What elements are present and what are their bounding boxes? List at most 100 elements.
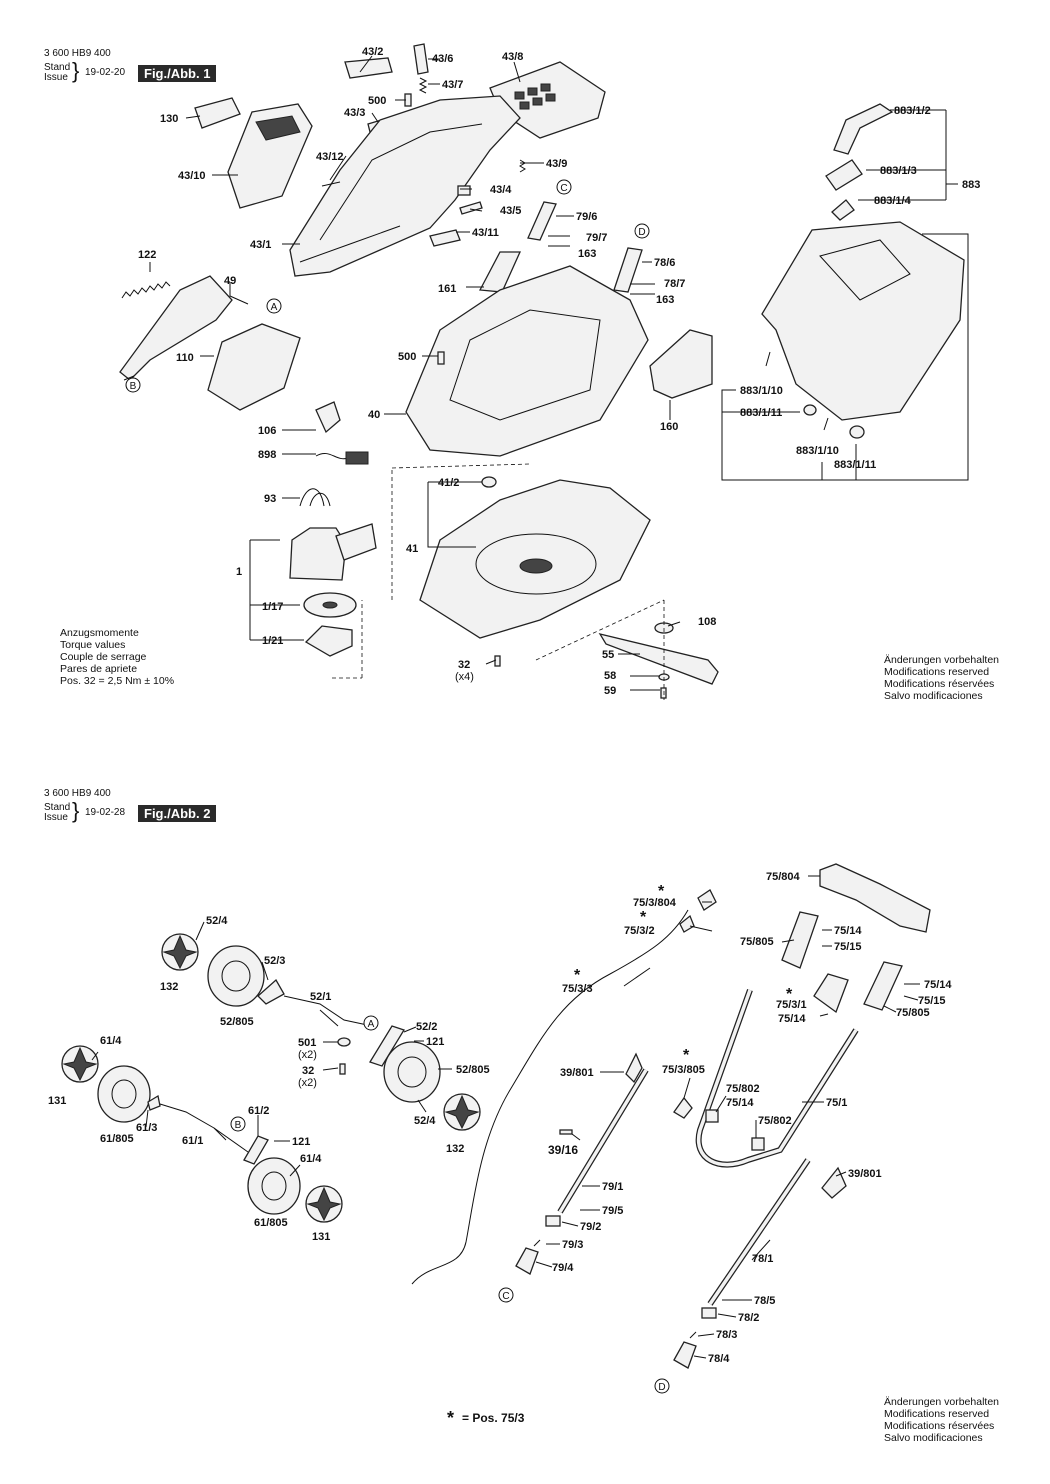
label-883-1-2: 883/1/2 [894,105,931,117]
label-78-7: 78/7 [664,278,685,290]
label-106: 106 [258,425,276,437]
ref-circle-d-fig2: D [654,1378,670,1394]
part-79-7-screws [548,235,570,247]
label-131a: 131 [48,1095,66,1107]
label-161: 161 [438,283,456,295]
svg-text:B: B [130,381,137,392]
label-75-3-804: 75/3/804 [633,897,677,909]
cable-75-3-3 [411,909,689,1285]
label-star-4: * [786,986,793,1003]
label-78-1: 78/1 [752,1253,773,1265]
part-39-801a [625,1052,643,1084]
label-40: 40 [368,409,380,421]
part-78-4 [673,1341,697,1369]
label-x2b: (x2) [298,1077,317,1089]
part-75-3-805 [673,1096,693,1119]
label-39-16: 39/16 [548,1143,578,1157]
label-75-15b: 75/15 [918,995,946,1007]
part-1-17-fan [303,592,357,618]
label-75-802b: 75/802 [758,1115,792,1127]
label-55: 55 [602,649,614,661]
part-75-805b [863,961,903,1011]
part-52-3 [257,978,285,1005]
label-1-21: 1/21 [262,635,283,647]
mod-line: Modifications réservées [884,678,995,690]
fig1-date: 19-02-20 [85,67,126,78]
label-52-4b: 52/4 [414,1115,436,1127]
bracket-1 [249,539,304,641]
part-43-4 [457,185,471,196]
label-79-7: 79/7 [586,232,607,244]
part-883-1-10a [765,351,771,367]
part-75-802b [751,1137,765,1151]
part-43-7 [418,77,428,94]
label-78-3: 78/3 [716,1329,737,1341]
svg-text:A: A [368,1019,375,1030]
label-star-3: * [574,967,581,984]
label-58: 58 [604,670,616,682]
part-78-3 [689,1331,697,1339]
label-79-4: 79/4 [552,1262,574,1274]
part-43-6 [413,43,429,75]
label-160: 160 [660,421,678,433]
label-1-17: 1/17 [262,601,283,613]
part-75-3-804 [697,889,717,911]
part-52-2 [369,1025,405,1067]
ref-circle-c-fig1: C [556,179,572,195]
bracket-883-top [858,109,958,201]
part-61-3 [147,1094,161,1111]
part-883-1-3 [825,159,863,191]
part-79-2 [545,1215,561,1227]
svg-text:D: D [638,227,645,238]
part-78-2 [701,1307,717,1319]
label-41: 41 [406,543,418,555]
svg-text:D: D [658,1382,665,1393]
label-43-3: 43/3 [344,107,365,119]
part-43-12 [321,181,341,187]
footnote-star: * [447,1408,455,1428]
guide-line [391,463,531,469]
label-163b: 163 [656,294,674,306]
part-160-side-guard [649,329,713,399]
label-75-805b: 75/805 [896,1007,930,1019]
label-75-805a: 75/805 [740,936,774,948]
label-32: 32 [458,659,470,671]
label-61-4a: 61/4 [100,1035,122,1047]
part-130-sticker [194,97,241,129]
label-883-1-3: 883/1/3 [880,165,917,177]
label-43-4: 43/4 [490,184,512,196]
part-41-2 [481,476,497,488]
label-75-14a: 75/14 [834,925,862,937]
label-41-2: 41/2 [438,477,459,489]
ref-circle-c-fig2: C [498,1287,514,1303]
label-75-14c: 75/14 [778,1013,806,1025]
part-75-804-handle-top [819,863,931,933]
label-163a: 163 [578,248,596,260]
label-130: 130 [160,113,178,125]
label-79-5: 79/5 [602,1205,623,1217]
part-59-bolt [660,687,667,699]
mod-line: Änderungen vorbehalten [884,1396,1000,1408]
fig1-doc-number: 3 600 HB9 400 [44,48,111,59]
fig2-doc-number: 3 600 HB9 400 [44,788,111,799]
part-883-1-2 [833,103,894,155]
part-79-3 [533,1239,541,1247]
label-x2a: (x2) [298,1049,317,1061]
label-52-1: 52/1 [310,991,331,1003]
part-883-1-11a [803,404,817,416]
label-61-1: 61/1 [182,1135,203,1147]
part-1-motor [289,523,377,581]
label-78-5: 78/5 [754,1295,775,1307]
label-121a: 121 [426,1036,444,1048]
fig2-date: 19-02-28 [85,807,126,818]
label-79-6: 79/6 [576,211,597,223]
part-110-rear-flap [207,323,301,411]
ref-circle-a-fig2: A [363,1015,379,1031]
label-883-1-11a: 883/1/11 [740,407,782,419]
label-75-15a: 75/15 [834,941,862,953]
bracket-883 [721,233,969,481]
part-43-11 [429,229,461,247]
label-78-2: 78/2 [738,1312,759,1324]
part-43-5 [459,201,483,215]
